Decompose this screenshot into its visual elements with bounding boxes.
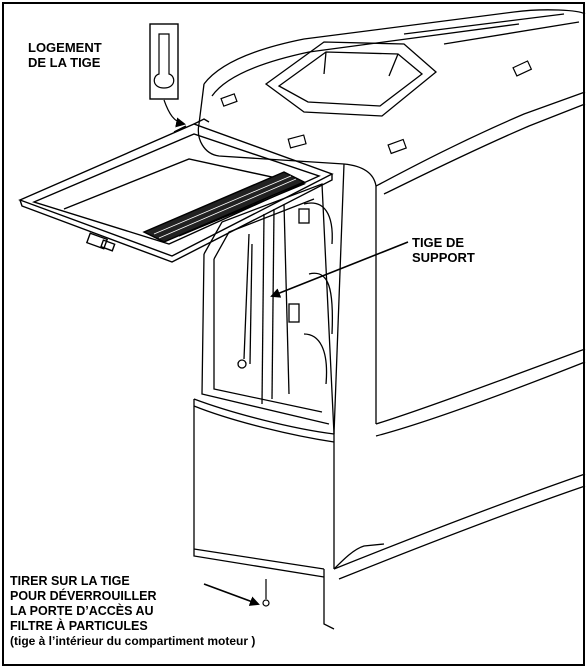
rod-housing-label: LOGEMENT DE LA TIGE xyxy=(28,40,102,70)
machine-illustration xyxy=(18,9,586,630)
pull-rod-label: TIRER SUR LA TIGE POUR DÉVERROUILLER LA … xyxy=(10,574,256,648)
handles xyxy=(220,60,533,155)
support-rod-label: TIGE DE SUPPORT xyxy=(412,235,475,265)
cabinet-body xyxy=(193,9,586,630)
rod-housing-inset xyxy=(149,23,186,128)
support-rod-arrow xyxy=(270,241,409,298)
pull-rod-arrow xyxy=(203,579,270,607)
door-opening xyxy=(201,183,335,435)
pull-rod-note: (tige à l’intérieur du compartiment mote… xyxy=(10,634,256,648)
top-opening xyxy=(264,41,438,117)
